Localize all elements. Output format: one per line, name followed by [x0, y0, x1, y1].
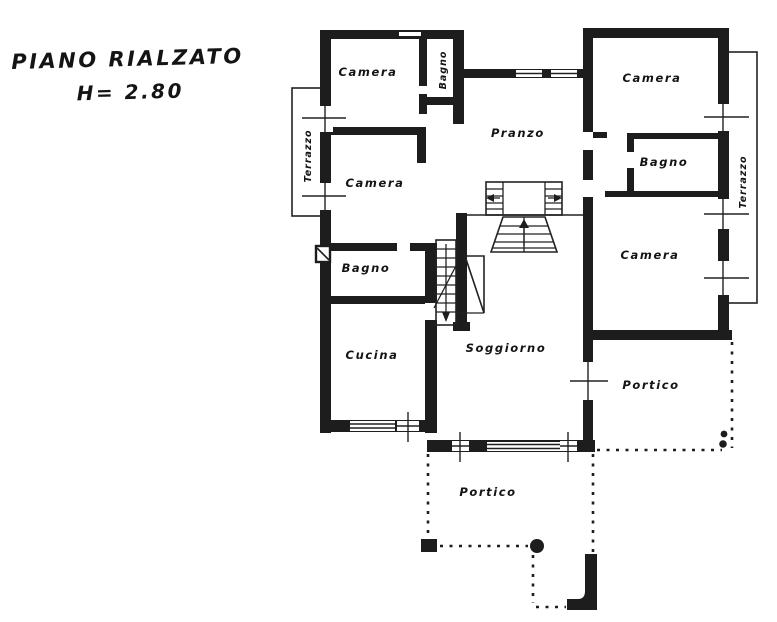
- label-cucina: Cucina: [346, 348, 399, 362]
- window-cucina-large: [350, 421, 395, 431]
- square-column: [421, 539, 437, 552]
- wall-portico-west: [583, 400, 593, 452]
- wall-bagno-right-north: [634, 133, 718, 139]
- label-soggiorno: Soggiorno: [466, 341, 547, 355]
- label-camera-bottom-right: Camera: [620, 248, 679, 262]
- wall-stair-east: [456, 213, 467, 325]
- label-bagno-left: Bagno: [342, 261, 391, 275]
- stair-splayed-outline: [489, 216, 559, 253]
- wall-camera-divider: [331, 127, 423, 135]
- wall-top-right-block: [583, 28, 729, 38]
- room-labels: Camera Bagno Terrazzo Camera Pranzo Came…: [303, 51, 749, 499]
- stair-arrow-right: [554, 194, 562, 202]
- wall-right-wing-west-lower: [583, 197, 593, 362]
- wall-camera-divider-stub: [417, 127, 426, 163]
- label-bagno-top: Bagno: [438, 51, 449, 90]
- wall-right-wing-west-mid: [583, 150, 593, 180]
- round-column: [530, 539, 544, 553]
- drawing-title: PIANO RIALZATO H= 2.80: [11, 44, 244, 106]
- label-terrazzo-right: Terrazzo: [738, 155, 749, 208]
- stair-arrow-up: [519, 219, 529, 228]
- door-symbol-left: [314, 244, 332, 264]
- corner-wall-piece: [567, 554, 597, 610]
- label-camera-top-left: Camera: [338, 65, 397, 79]
- internal-stair-outline: [435, 239, 457, 326]
- internal-stair-triangle: [463, 255, 485, 314]
- corner-dot-2: [719, 440, 727, 448]
- entrance-stair: [467, 181, 583, 253]
- wall-camera-br-south: [593, 330, 732, 340]
- wall-corridor-stub: [593, 132, 607, 138]
- window-top-slit: [399, 32, 421, 36]
- wall-left-exterior: [320, 30, 331, 433]
- label-portico-right: Portico: [622, 378, 679, 392]
- wall-bagno-right-west-lower: [627, 168, 634, 197]
- label-portico-bottom: Portico: [459, 485, 516, 499]
- wall-tl-block-right: [453, 39, 464, 124]
- wall-right-exterior: [718, 28, 729, 340]
- wall-right-wing-west-upper: [583, 28, 593, 132]
- portico-columns: [421, 430, 728, 610]
- stair-arrow-left: [486, 194, 494, 202]
- wall-top-left-block: [320, 30, 464, 39]
- label-bagno-right: Bagno: [640, 155, 689, 169]
- wall-camera-left-south: [331, 243, 397, 251]
- label-pranzo: Pranzo: [491, 126, 545, 140]
- title-line2: H= 2.80: [76, 79, 184, 106]
- wall-bagno-top-partition: [419, 39, 427, 86]
- title-line1: PIANO RIALZATO: [11, 44, 244, 74]
- wall-bagno-left-south: [331, 296, 425, 304]
- wall-bagno-right-west-upper: [627, 133, 634, 152]
- wall-bagno-top-bottom: [419, 97, 457, 105]
- label-camera-top-right: Camera: [622, 71, 681, 85]
- portico-boundaries: [426, 342, 734, 609]
- wall-cucina-east-lower: [425, 320, 437, 433]
- wall-stair-east-end: [453, 322, 470, 331]
- internal-stair: [433, 239, 485, 326]
- wall-cucina-east-upper: [425, 243, 437, 303]
- window-soggiorno-large: [487, 442, 561, 451]
- label-terrazzo-left: Terrazzo: [303, 129, 314, 182]
- corner-dot-1: [720, 430, 728, 438]
- wall-camera-left-south-end: [410, 243, 437, 251]
- internal-stair-arrow: [442, 312, 450, 322]
- wall-bagno-right-south: [605, 191, 718, 197]
- label-camera-left: Camera: [345, 176, 404, 190]
- windows: [302, 32, 749, 462]
